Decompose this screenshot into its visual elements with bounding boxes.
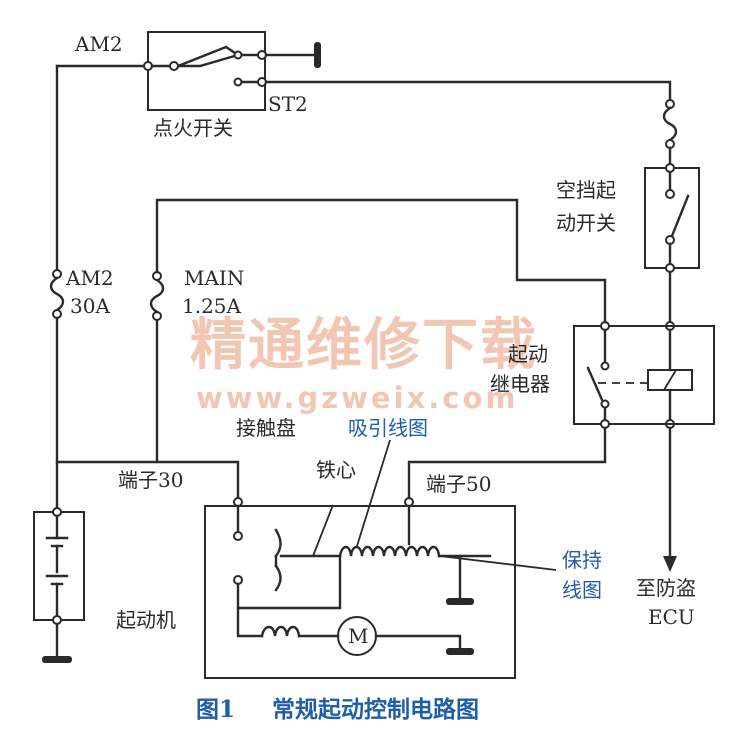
label-ignition-switch: 点火开关 xyxy=(153,116,233,140)
battery-box xyxy=(33,511,85,621)
ground-plug-symbol xyxy=(314,42,321,68)
figure-caption: 常规起动控制电路图 xyxy=(272,696,479,723)
to-ecu-arrow xyxy=(663,556,677,572)
pull-in-pointer xyxy=(356,439,391,547)
ignition-switch-blade xyxy=(177,45,241,68)
right-branch xyxy=(644,99,700,572)
label-starter: 起动机 xyxy=(116,608,176,632)
st2-output-wire xyxy=(264,80,672,102)
starter-box xyxy=(204,505,516,679)
label-neutral-switch-2: 动开关 xyxy=(556,211,616,235)
label-am2-rating: 30A xyxy=(70,294,110,318)
neutral-start-switch-box xyxy=(644,167,700,269)
watermark-cn: 精通维修下载 xyxy=(190,313,538,378)
hold-coil-ground xyxy=(446,598,474,605)
label-terminal-30: 端子30 xyxy=(118,468,184,492)
neutral-switch-blade xyxy=(670,194,690,238)
label-am2-fuse: AM2 xyxy=(66,266,114,290)
contact-disc-upper xyxy=(274,528,282,558)
hold-coil-pointer xyxy=(439,555,557,571)
label-neutral-switch-1: 空挡起 xyxy=(556,178,616,202)
pull-in-hold-coils xyxy=(338,545,441,558)
label-am2-top: AM2 xyxy=(75,32,123,56)
label-main-fuse: MAIN xyxy=(184,266,245,290)
watermark-url: www.gzweix.com xyxy=(196,381,519,415)
main-fuse-symbol xyxy=(149,278,165,314)
battery-ground xyxy=(42,656,72,663)
figure-number: 图1 xyxy=(196,696,236,723)
label-to-ecu-2: ECU xyxy=(648,605,695,629)
label-hold-coil-1: 保持 xyxy=(562,548,602,572)
motor-ground xyxy=(446,648,474,655)
ignition-switch xyxy=(55,31,672,111)
ignition-switch-box xyxy=(147,31,266,111)
terminal-50-wire xyxy=(407,426,607,500)
iron-core-pointer xyxy=(312,504,334,557)
terminal-30-wire xyxy=(55,460,240,500)
label-st2: ST2 xyxy=(268,92,308,116)
label-start-relay-2: 继电器 xyxy=(490,372,550,396)
label-hold-coil-2: 线图 xyxy=(562,578,602,602)
st-fuse-symbol xyxy=(662,106,678,142)
label-contact-disc: 接触盘 xyxy=(236,416,296,440)
battery-branch xyxy=(33,64,240,663)
starter-motor xyxy=(204,426,607,679)
start-relay-box xyxy=(573,325,715,425)
relay-contact-blade xyxy=(586,366,605,404)
am2-fuse-symbol xyxy=(49,276,65,312)
label-to-ecu-1: 至防盗 xyxy=(636,576,696,600)
contact-disc-lower xyxy=(274,564,282,592)
label-iron-core: 铁心 xyxy=(316,458,356,482)
label-pull-in-coil: 吸引线图 xyxy=(348,416,428,440)
start-relay xyxy=(573,321,715,429)
label-motor-m: M xyxy=(348,624,369,648)
label-main-rating: 1.25A xyxy=(182,294,241,318)
main-branch xyxy=(149,198,607,464)
label-terminal-50: 端子50 xyxy=(426,472,492,496)
main-to-relay-wire xyxy=(155,198,607,324)
field-coil xyxy=(260,625,301,638)
label-start-relay-1: 起动 xyxy=(508,342,548,366)
